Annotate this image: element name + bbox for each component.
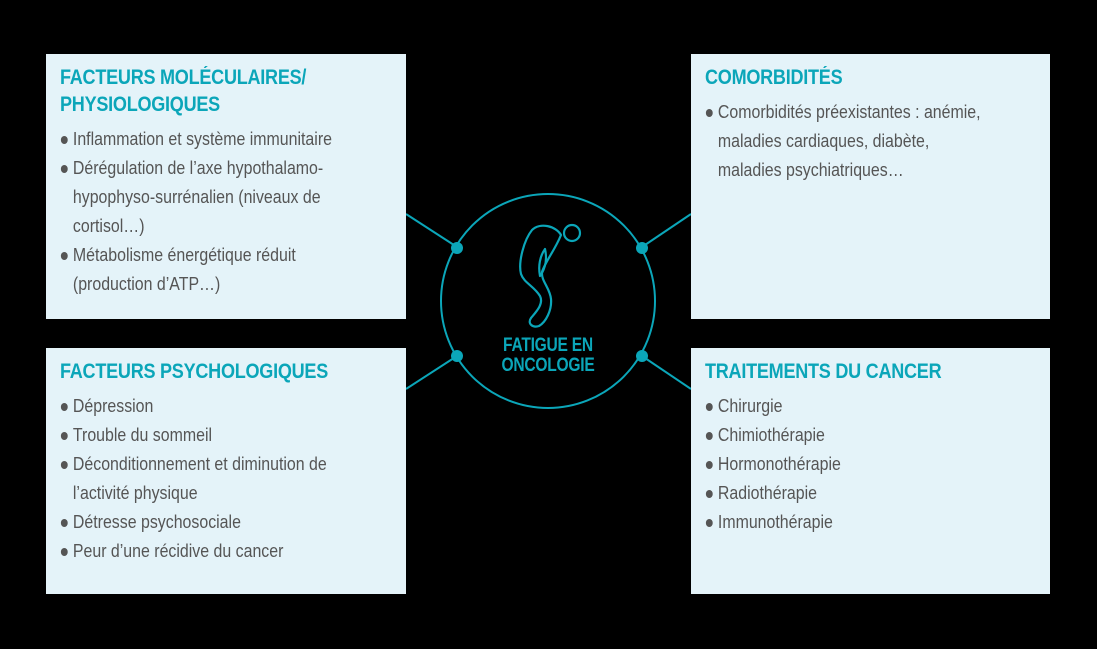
box-title: TRAITEMENTS DU CANCER [705,360,942,383]
list-item-line: Déconditionnement et diminution de [72,453,327,474]
box-title: FACTEURS PSYCHOLOGIQUES [60,360,329,383]
list-item: Dépression [60,391,404,420]
box-title-line1: FACTEURS MOLÉCULAIRES/ [60,66,307,89]
connector-line-comorbidities [641,213,692,248]
list-item-line: Comorbidités préexistantes : anémie, [717,101,981,122]
connector-line-treatments [641,355,692,390]
list-item-line: maladies psychiatriques… [717,159,904,180]
box-cancer-treatments: TRAITEMENTS DU CANCER Chirurgie Chimioth… [691,348,1050,594]
list-item-line: Dérégulation de l’axe hypothalamo- [72,157,324,178]
connector-line-psychological [405,355,458,390]
list-item-line: hypophyso-surrénalien (niveaux de [72,186,321,207]
list-item: Radiothérapie [705,478,1048,507]
connector-dot [451,350,463,362]
box-title: COMORBIDITÉS [705,66,843,89]
connector-line-molecular [405,213,458,248]
list-item: Immunothérapie [705,507,1048,536]
center-title-line1: FATIGUE EN [503,335,593,356]
connector-dot [636,350,648,362]
list-item: Métabolisme énergétique réduit (productio… [60,240,404,298]
box-molecular-factors: FACTEURS MOLÉCULAIRES/ PHYSIOLOGIQUES In… [46,54,406,319]
list-item-line: (production d’ATP…) [72,273,221,294]
connector-dot [451,242,463,254]
box-psychological-factors: FACTEURS PSYCHOLOGIQUES Dépression Troub… [46,348,406,594]
list-item: Peur d’une récidive du cancer [60,536,404,565]
box-title: FACTEURS MOLÉCULAIRES/ PHYSIOLOGIQUES [60,64,346,118]
list-item: Dérégulation de l’axe hypothalamo-hypoph… [60,153,404,240]
box-comorbidities: COMORBIDITÉS Comorbidités préexistantes … [691,54,1050,319]
list-item: Détresse psychosociale [60,507,404,536]
list-item: Déconditionnement et diminution de l’acti… [60,449,404,507]
factor-list: Chirurgie Chimiothérapie Hormonothérapie… [705,391,1036,536]
center-circle [440,193,656,409]
factor-list: Inflammation et système immunitaire Déré… [60,124,392,298]
list-item: Chirurgie [705,391,1048,420]
box-title-line2: PHYSIOLOGIQUES [60,93,220,116]
factor-list: Comorbidités préexistantes : anémie, mala… [705,97,1036,184]
connector-dot [636,242,648,254]
list-item: Inflammation et système immunitaire [60,124,404,153]
center-title: FATIGUE EN ONCOLOGIE [482,336,613,376]
list-item: Comorbidités préexistantes : anémie, mala… [705,97,1048,184]
list-item: Chimiothérapie [705,420,1048,449]
list-item: Trouble du sommeil [60,420,404,449]
center-title-line2: ONCOLOGIE [501,355,595,376]
list-item: Hormonothérapie [705,449,1048,478]
list-item-line: cortisol…) [72,215,145,236]
list-item-line: l’activité physique [72,482,198,503]
list-item-line: maladies cardiaques, diabète, [717,130,930,151]
factor-list: Dépression Trouble du sommeil Déconditio… [60,391,392,565]
list-item-line: Métabolisme énergétique réduit [72,244,296,265]
tired-person-icon [519,223,582,328]
